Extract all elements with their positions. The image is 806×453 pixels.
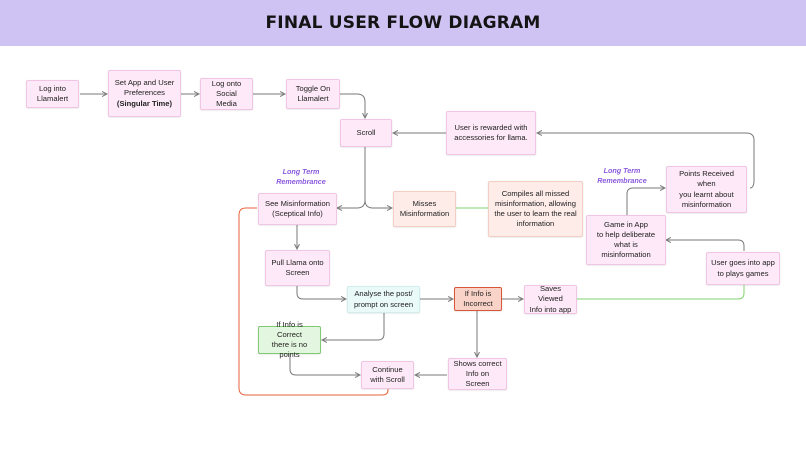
- node-rewarded-label: User is rewarded with accessories for ll…: [454, 122, 528, 142]
- node-saves-viewed: Saves Viewed Info into app: [524, 284, 577, 314]
- page-title: FINAL USER FLOW DIAGRAM: [265, 13, 541, 33]
- node-points-received-label: Points Received when you learnt about mi…: [679, 169, 734, 209]
- edge-pull-to-analyse: [296, 286, 346, 299]
- node-log-into-app: Log into Llamalert: [26, 80, 79, 108]
- edge-game-to-points: [626, 188, 665, 215]
- title-bar: FINAL USER FLOW DIAGRAM: [0, 0, 806, 46]
- edge-continue-loop-orange: [238, 207, 389, 396]
- edge-correct-to-continue: [289, 354, 360, 375]
- edge-scroll-to-see-misinfo: [337, 147, 366, 208]
- edge-scroll-to-misses: [364, 199, 392, 208]
- node-scroll: Scroll: [340, 119, 392, 147]
- node-if-info-incorrect: If Info is Incorrect: [454, 287, 502, 311]
- node-misses-misinformation: Misses Misinformation: [393, 191, 456, 227]
- node-rewarded: User is rewarded with accessories for ll…: [446, 111, 536, 155]
- node-analyse-post: Analyse the post/ prompt on screen: [347, 286, 420, 313]
- node-user-goes-into-app: User goes into app to plays games: [706, 252, 780, 285]
- edge-points-to-rewarded: [537, 133, 755, 189]
- node-log-into-app-label: Log into Llamalert: [36, 83, 69, 103]
- node-log-onto-social-label: Log onto Social Media: [211, 78, 242, 109]
- node-compiles-missed: Compiles all missed misinformation, allo…: [488, 181, 583, 237]
- node-misses-label: Misses Misinformation: [399, 198, 450, 218]
- node-see-misinformation-label: See Misinformation (Sceptical Info): [265, 198, 330, 218]
- node-pull-llama: Pull Llama onto Screen: [265, 250, 330, 286]
- node-continue-scroll-label: Continue with Scroll: [370, 364, 405, 384]
- node-if-incorrect-label: If Info is Incorrect: [463, 288, 493, 308]
- note-long-term-left: Long Term Remembrance: [276, 167, 326, 187]
- node-set-app-label: Set App and User Preferences: [114, 78, 175, 98]
- node-game-in-app-label: Game in App to help deliberate what is m…: [596, 219, 656, 260]
- edge-toggle-to-scroll: [340, 93, 365, 118]
- node-toggle-on: Toggle On Llamalert: [286, 79, 340, 109]
- edge-goes-app-to-game: [666, 240, 745, 251]
- node-if-correct-label: If Info is Correct there is no points: [271, 319, 308, 360]
- node-if-info-correct: If Info is Correct there is no points: [258, 320, 321, 359]
- node-compiles-label: Compiles all missed misinformation, allo…: [494, 188, 577, 229]
- node-continue-scroll: Continue with Scroll: [361, 361, 414, 389]
- node-saves-viewed-label: Saves Viewed Info into app: [529, 284, 572, 314]
- node-shows-correct-label: Shows correct Info on Screen: [453, 358, 502, 389]
- node-game-in-app: Game in App to help deliberate what is m…: [586, 215, 666, 265]
- node-set-app-singular-time: (Singular Time): [116, 98, 173, 108]
- edge-goes-app-to-saves-green: [577, 285, 745, 300]
- node-log-onto-social: Log onto Social Media: [200, 78, 253, 110]
- node-user-goes-into-app-label: User goes into app to plays games: [711, 258, 775, 278]
- node-points-received: Points Received when you learnt about mi…: [666, 166, 747, 213]
- edge-analyse-to-correct: [322, 313, 385, 340]
- node-scroll-label: Scroll: [356, 127, 376, 137]
- node-toggle-on-label: Toggle On Llamalert: [295, 83, 331, 103]
- node-set-app-preferences: Set App and User Preferences (Singular T…: [108, 70, 181, 117]
- node-see-misinformation: See Misinformation (Sceptical Info): [258, 193, 337, 225]
- node-analyse-label: Analyse the post/ prompt on screen: [353, 289, 414, 309]
- node-shows-correct: Shows correct Info on Screen: [448, 358, 507, 390]
- note-long-term-right: Long Term Remembrance: [597, 166, 647, 186]
- node-pull-llama-label: Pull Llama onto Screen: [271, 257, 324, 277]
